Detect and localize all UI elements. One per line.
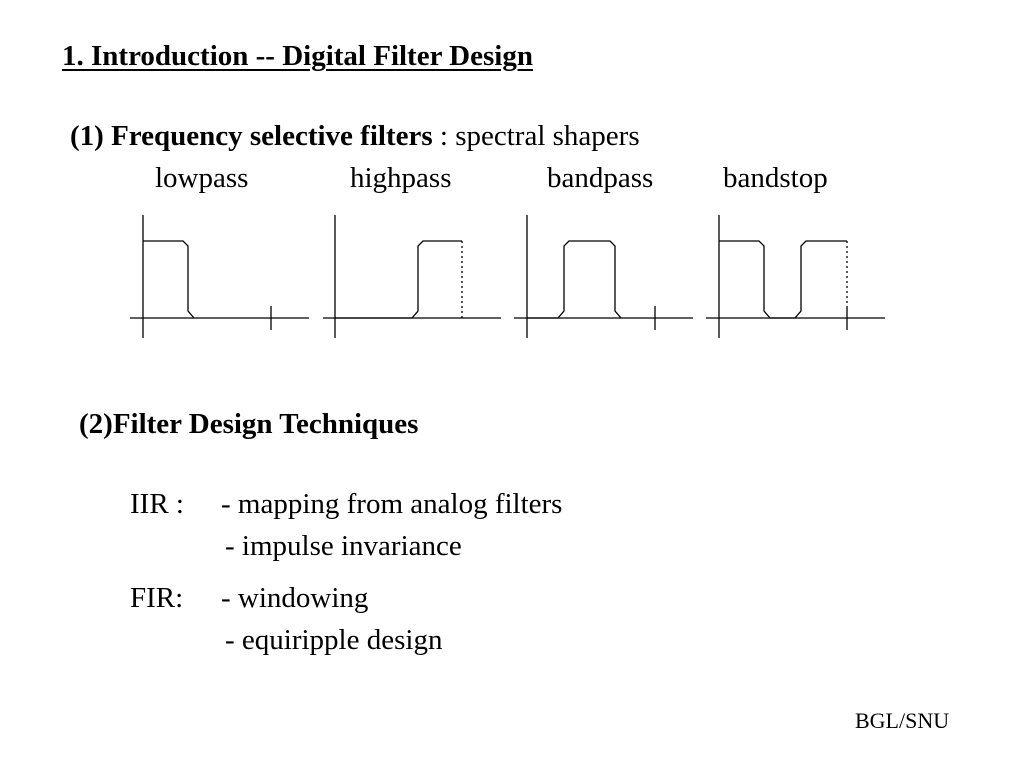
section1-number: (1): [70, 120, 104, 152]
lowpass-response: [130, 215, 309, 338]
bandstop-response: [706, 215, 885, 338]
fir-label: FIR:: [130, 582, 184, 614]
section1-subtitle: : spectral shapers: [432, 120, 640, 152]
bandpass-curve: [527, 240, 622, 319]
footer-credit: BGL/SNU: [855, 708, 950, 733]
section1-heading: (1) Frequency selective filters : spectr…: [70, 120, 640, 153]
section1-title: Frequency selective filters: [111, 120, 433, 152]
bandstop-curve: [719, 240, 847, 319]
lowpass-curve: [143, 240, 195, 319]
section2-heading: (2)Filter Design Techniques: [79, 408, 419, 440]
slide-title: 1. Introduction -- Digital Filter Design: [62, 40, 533, 72]
bandpass-response: [514, 215, 693, 338]
filter-label-bandstop: bandstop: [723, 162, 828, 194]
filter-label-highpass: highpass: [350, 162, 452, 194]
fir-item-windowing: - windowing: [221, 582, 369, 614]
highpass-curve: [335, 240, 462, 319]
iir-item-mapping: - mapping from analog filters: [221, 488, 563, 520]
filter-label-lowpass: lowpass: [155, 162, 249, 194]
iir-label: IIR :: [130, 488, 184, 520]
highpass-response: [323, 215, 501, 338]
fir-item-equiripple: - equiripple design: [225, 624, 443, 656]
filter-label-bandpass: bandpass: [547, 162, 654, 194]
iir-item-impulse: - impulse invariance: [225, 530, 462, 562]
